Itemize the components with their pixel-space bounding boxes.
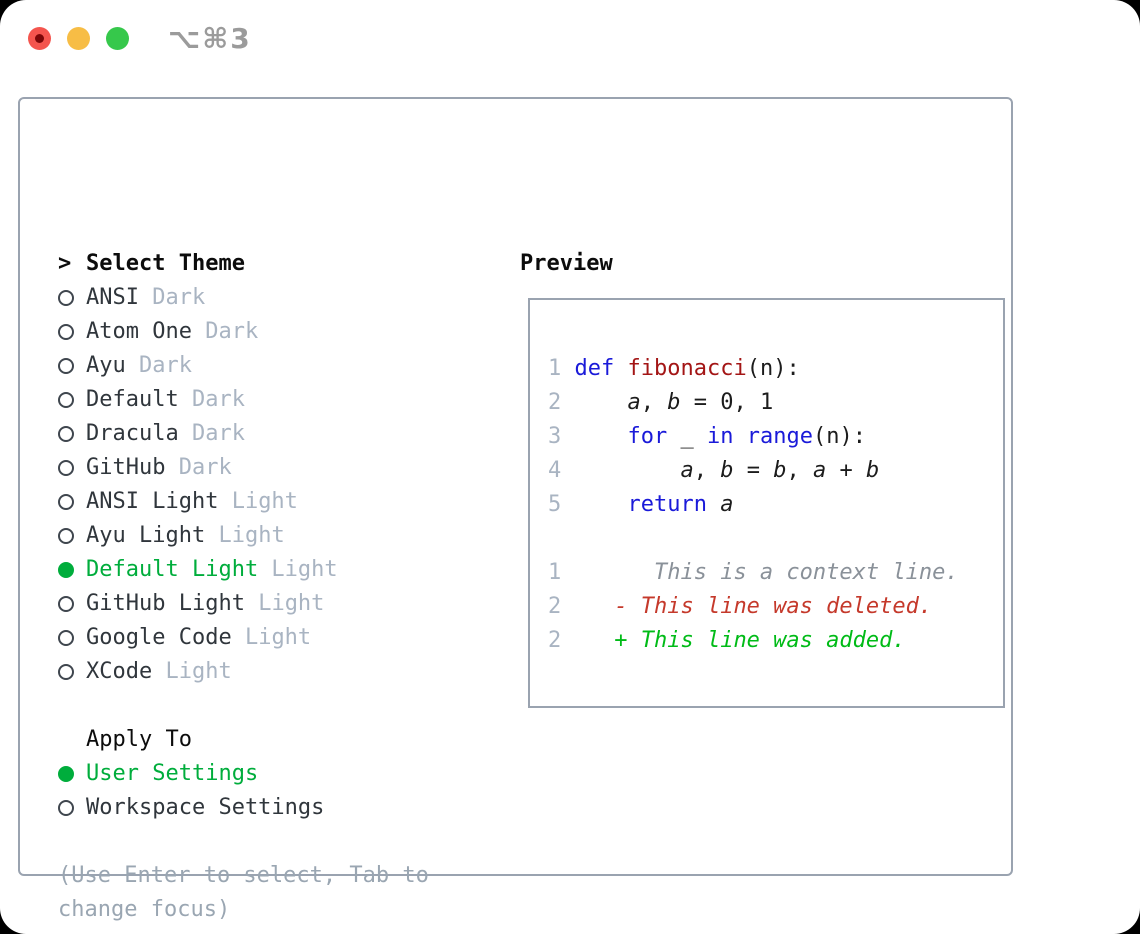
theme-option-atom-one-dark[interactable]: Atom One Dark — [58, 315, 488, 349]
close-button-dot-icon — [35, 34, 44, 43]
radio-selected-icon — [58, 766, 86, 782]
preview-title: Preview — [520, 251, 613, 276]
theme-option-ansi-light-light[interactable]: ANSI Light Light — [58, 485, 488, 519]
select-theme-header: > Select Theme — [58, 247, 488, 281]
option-label: Default — [86, 387, 179, 412]
theme-option-default-dark[interactable]: Default Dark — [58, 383, 488, 417]
theme-option-github-dark[interactable]: GitHub Dark — [58, 451, 488, 485]
radio-icon — [58, 324, 86, 340]
line-number: 4 — [548, 458, 575, 483]
option-label: XCode — [86, 659, 153, 684]
code-line: 1 This is a context line. — [548, 560, 959, 585]
line-number: 3 — [548, 424, 575, 449]
code-line: 2 a, b = 0, 1 — [548, 390, 774, 415]
apply-to-title: Apply To — [86, 727, 192, 752]
line-number: 1 — [548, 356, 575, 381]
theme-option-ansi-dark[interactable]: ANSI Dark — [58, 281, 488, 315]
code-line: 5 return a — [548, 492, 734, 517]
option-tag: Light — [218, 489, 298, 514]
apply-to-header: Apply To — [58, 723, 488, 757]
option-tag: Light — [244, 591, 325, 616]
theme-option-ayu-light-light[interactable]: Ayu Light Light — [58, 519, 488, 553]
radio-icon — [58, 528, 86, 544]
close-button[interactable] — [28, 27, 51, 50]
option-label: Atom One — [86, 319, 192, 344]
option-label: Ayu — [86, 353, 126, 378]
apply-option-user-settings[interactable]: User Settings — [58, 757, 488, 791]
option-label: Google Code — [86, 625, 232, 650]
line-number: 2 — [548, 594, 575, 619]
radio-icon — [58, 290, 86, 306]
minimize-button[interactable] — [67, 27, 90, 50]
radio-icon — [58, 460, 86, 476]
radio-icon — [58, 358, 86, 374]
zoom-button[interactable] — [106, 27, 129, 50]
option-tag: Dark — [165, 455, 232, 480]
option-tag: Dark — [178, 421, 245, 446]
window-shortcut-label: ⌥⌘3 — [168, 22, 252, 55]
option-tag: Dark — [191, 319, 259, 344]
line-number — [548, 526, 575, 551]
option-label: GitHub Light — [86, 591, 245, 616]
preview-pane: 1 def fibonacci(n): 2 a, b = 0, 1 3 for _ … — [528, 298, 1005, 708]
radio-icon — [58, 630, 86, 646]
option-label: Default Light — [86, 557, 259, 582]
radio-icon — [58, 426, 86, 442]
option-label: Ayu Light — [86, 523, 206, 548]
radio-icon — [58, 494, 86, 510]
code-line: 4 a, b = b, a + b — [548, 458, 880, 483]
theme-option-ayu-dark[interactable]: Ayu Dark — [58, 349, 488, 383]
option-tag: Dark — [125, 353, 192, 378]
code-line: 1 def fibonacci(n): — [548, 356, 800, 381]
code-line: 2 + This line was added. — [548, 628, 906, 653]
code-line: 2 - This line was deleted. — [548, 594, 933, 619]
code-preview: 1 def fibonacci(n): 2 a, b = 0, 1 3 for _ … — [548, 352, 959, 658]
titlebar: ⌥⌘3 — [0, 0, 1140, 76]
line-number: 5 — [548, 492, 575, 517]
option-tag: Light — [152, 659, 232, 684]
radio-icon — [58, 392, 86, 408]
theme-option-xcode-light[interactable]: XCode Light — [58, 655, 488, 689]
option-tag: Dark — [178, 387, 245, 412]
line-number: 2 — [548, 390, 575, 415]
theme-option-google-code-light[interactable]: Google Code Light — [58, 621, 488, 655]
line-number: 1 — [548, 560, 575, 585]
option-tag: Dark — [138, 285, 206, 310]
option-label: GitHub — [86, 455, 166, 480]
focus-caret-icon: > — [58, 251, 72, 276]
spacer — [58, 689, 488, 723]
option-label: ANSI — [86, 285, 139, 310]
option-label: ANSI Light — [86, 489, 219, 514]
line-number: 2 — [548, 628, 575, 653]
theme-option-github-light-light[interactable]: GitHub Light Light — [58, 587, 488, 621]
option-tag: Light — [231, 625, 312, 650]
option-label: Workspace Settings — [86, 795, 325, 820]
apply-option-workspace-settings[interactable]: Workspace Settings — [58, 791, 488, 825]
select-theme-title: Select Theme — [86, 251, 245, 276]
radio-icon — [58, 596, 86, 612]
radio-selected-icon — [58, 562, 86, 578]
code-line-blank — [548, 522, 959, 556]
radio-icon — [58, 800, 86, 816]
option-label: Dracula — [86, 421, 179, 446]
radio-icon — [58, 664, 86, 680]
theme-option-default-light-light[interactable]: Default Light Light — [58, 553, 488, 587]
option-label: User Settings — [86, 761, 259, 786]
option-tag: Light — [205, 523, 285, 548]
option-tag: Light — [258, 557, 338, 582]
help-text: (Use Enter to select, Tab to change focu… — [58, 863, 429, 922]
code-line: 3 for _ in range(n): — [548, 424, 866, 449]
theme-option-dracula-dark[interactable]: Dracula Dark — [58, 417, 488, 451]
